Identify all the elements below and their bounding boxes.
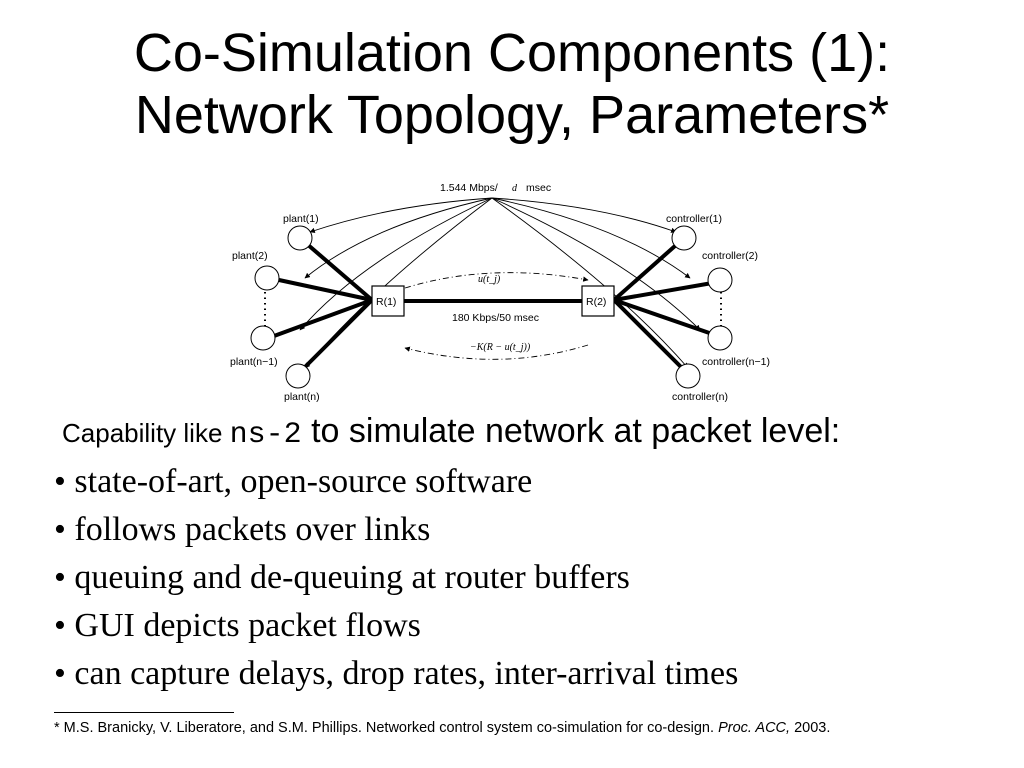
title-line-2: Network Topology, Parameters* (134, 85, 890, 145)
top-link-delay-symbol: d (512, 183, 518, 194)
spoke-plant-n-1 (273, 298, 373, 338)
intro-prefix: Capability like (62, 418, 230, 448)
intro-line: Capability like ns-2 to simulate network… (62, 412, 840, 452)
fan-arrow-controller-n-1 (491, 197, 701, 331)
intro-suffix: to simulate network at packet level: (301, 412, 841, 450)
bullet-item: • queuing and de-queuing at router buffe… (54, 559, 630, 596)
plant-1-node (287, 225, 313, 251)
fan-arrow-plant-1 (309, 197, 493, 234)
spoke-controller-1 (612, 236, 686, 302)
fan-arrow-plant-n-1 (299, 197, 493, 331)
spoke-controller-2 (613, 280, 719, 302)
fan-arrow-controller-2 (491, 197, 691, 279)
fan-arrow-controller-1 (491, 197, 677, 233)
spoke-plant-n (296, 298, 374, 376)
footnote-year: 2003. (790, 720, 831, 736)
top-link-unit: msec (526, 182, 551, 194)
spoke-plant-2 (278, 278, 373, 302)
controller-2-label: controller(2) (702, 250, 758, 262)
bullet-item: • GUI depicts packet flows (54, 607, 421, 644)
spoke-controller-n-1 (613, 298, 719, 338)
fan-arrow-plant-2 (304, 197, 493, 279)
plant-2-label: plant(2) (232, 250, 268, 262)
controller-1-node (671, 225, 697, 251)
controller-n-label: controller(n) (672, 391, 728, 403)
plant-n-node (285, 363, 311, 389)
bullet-item: • state-of-art, open-source software (54, 463, 533, 500)
controller-2-node (707, 267, 733, 293)
plant-n-label: plant(n) (284, 391, 320, 403)
controller-nodes (671, 225, 733, 389)
plant-1-label: plant(1) (283, 213, 319, 225)
bullet-item: • can capture delays, drop rates, inter-… (54, 655, 739, 692)
left-spokes (273, 236, 374, 376)
spoke-plant-1 (298, 236, 374, 302)
spoke-controller-n (612, 298, 690, 376)
controller-1-label: controller(1) (666, 213, 722, 225)
footnote-authors: * M.S. Branicky, V. Liberatore, and S.M.… (54, 720, 719, 736)
plant-n-1-node (250, 325, 276, 351)
upper-signal-arrow (404, 272, 589, 289)
router-right-label: R(2) (586, 296, 606, 308)
router-left-label: R(1) (376, 296, 396, 308)
plant-2-node (254, 265, 280, 291)
controller-n-1-node (707, 325, 733, 351)
controller-n-node (675, 363, 701, 389)
lower-signal-arrow (404, 344, 589, 360)
router-right: R(2) (581, 285, 615, 317)
bullet-item: • follows packets over links (54, 511, 431, 548)
router-left: R(1) (371, 285, 405, 317)
top-link-label: 1.544 Mbps/ (440, 182, 498, 194)
footnote-venue: Proc. ACC, (718, 720, 791, 736)
fan-arrow-plant-n (304, 197, 493, 369)
intro-code: ns-2 (229, 418, 302, 452)
right-spokes (612, 236, 719, 376)
middle-link-label: 180 Kbps/50 msec (452, 312, 539, 324)
plant-nodes (250, 225, 313, 389)
upper-signal-label: u(t_j) (478, 274, 501, 285)
footnote-rule (54, 712, 234, 713)
slide-title: Co-Simulation Components (1): Network To… (0, 22, 1024, 146)
plant-n-1-label: plant(n−1) (230, 356, 278, 368)
lower-signal-label: −K(R − u(t_j)) (470, 342, 531, 353)
controller-n-1-label: controller(n−1) (702, 356, 770, 368)
title-line-1: Co-Simulation Components (1): (133, 23, 891, 83)
footnote: * M.S. Branicky, V. Liberatore, and S.M.… (54, 720, 830, 736)
